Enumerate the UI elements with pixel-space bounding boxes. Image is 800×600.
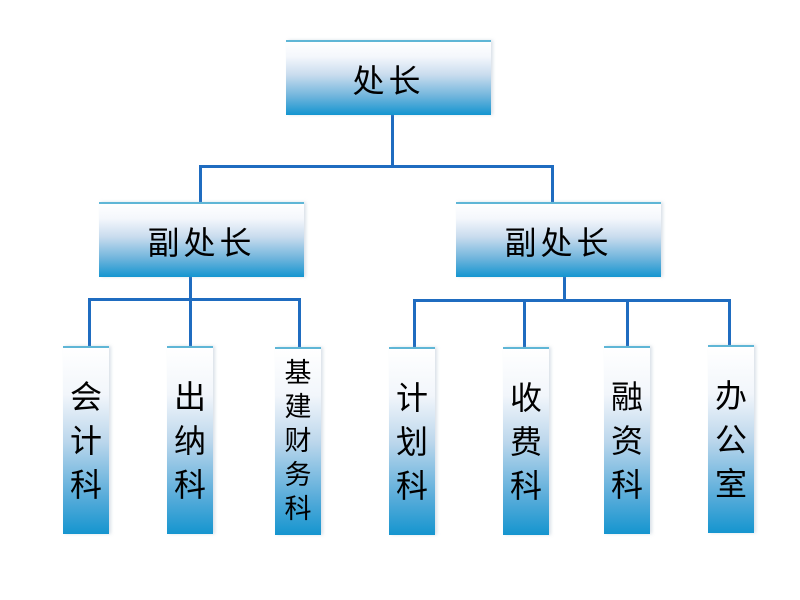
org-node-deputy-left: 副处长 xyxy=(99,202,304,277)
org-node-deputy-right: 副处长 xyxy=(456,202,661,277)
node-label: 副处长 xyxy=(147,223,256,262)
node-label: 办公室 xyxy=(715,377,748,503)
node-label: 副处长 xyxy=(504,223,613,262)
connector-line xyxy=(189,298,192,346)
org-node-department: 会计科 xyxy=(63,346,109,534)
connector-line xyxy=(523,299,526,347)
org-node-department: 基建财务科 xyxy=(275,347,321,535)
connector-line xyxy=(88,298,91,346)
connector-line xyxy=(551,165,554,203)
org-node-director: 处长 xyxy=(286,40,491,115)
org-node-department: 融资科 xyxy=(604,346,650,534)
connector-line xyxy=(189,277,192,300)
connector-line xyxy=(199,165,202,203)
connector-line xyxy=(626,299,629,346)
node-label: 计划科 xyxy=(396,379,429,505)
connector-line xyxy=(88,298,301,301)
connector-line xyxy=(413,299,731,302)
org-node-department: 出纳科 xyxy=(167,346,213,534)
org-node-department: 计划科 xyxy=(389,347,435,535)
org-node-department: 办公室 xyxy=(708,345,754,533)
connector-line xyxy=(298,298,301,347)
connector-line xyxy=(728,299,731,345)
org-node-department: 收费科 xyxy=(503,347,549,535)
node-label: 处长 xyxy=(352,61,425,100)
connector-line xyxy=(413,299,416,347)
connector-line xyxy=(391,115,394,167)
node-label: 会计科 xyxy=(70,378,103,504)
node-label: 融资科 xyxy=(611,378,644,504)
node-label: 收费科 xyxy=(510,379,543,505)
connector-line xyxy=(563,277,566,301)
node-label: 基建财务科 xyxy=(284,358,312,525)
node-label: 出纳科 xyxy=(174,378,207,504)
connector-line xyxy=(199,165,554,168)
